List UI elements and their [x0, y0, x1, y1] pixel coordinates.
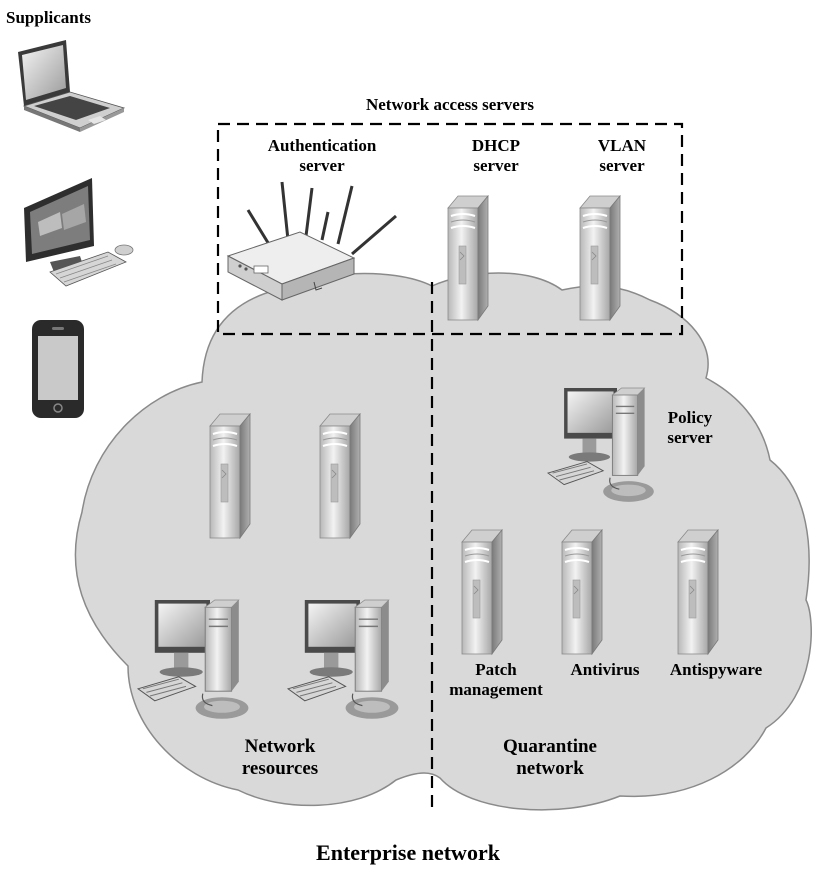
resource-server-icon [319, 413, 361, 539]
network-resources-label-line2: resources [241, 757, 319, 779]
patch-management-label: Patch management [436, 660, 556, 699]
patch-server-icon [461, 529, 503, 655]
antivirus-server-icon [561, 529, 603, 655]
resource-server-icon [209, 413, 251, 539]
network-access-servers-label: Network access servers [365, 95, 535, 114]
network-resources-label: Network resources [200, 736, 360, 780]
patch-management-label-line2: management [449, 679, 543, 699]
authentication-server-icon [226, 181, 397, 301]
laptop-icon [18, 40, 126, 132]
policy-server-label-line1: Policy [667, 408, 713, 427]
authentication-server-label-line1: Authentication [267, 136, 377, 155]
authentication-server-label-line2: server [299, 155, 345, 175]
network-resources-label-line1: Network [244, 736, 316, 757]
antispyware-server-icon [677, 529, 719, 655]
quarantine-network-label-line2: network [516, 757, 584, 779]
antivirus-label: Antivirus [570, 660, 640, 679]
quarantine-network-label: Quarantine network [470, 736, 630, 780]
enterprise-network-title: Enterprise network [316, 840, 500, 865]
patch-management-label-line1: Patch [475, 660, 517, 679]
dhcp-server-label-line1: DHCP [471, 136, 521, 155]
vlan-server-label-line1: VLAN [597, 136, 647, 155]
authentication-server-label: Authentication server [232, 136, 412, 175]
policy-server-label: Policy server [650, 408, 730, 447]
vlan-server-label-line2: server [599, 155, 645, 175]
smartphone-icon [32, 320, 84, 418]
quarantine-network-label-line1: Quarantine [503, 736, 597, 757]
desktop-computer-icon [24, 178, 134, 287]
dhcp-server-icon [447, 195, 489, 321]
network-access-servers-box [216, 122, 684, 336]
policy-server-label-line2: server [667, 427, 713, 447]
antispyware-label: Antispyware [669, 660, 763, 679]
dhcp-server-label-line2: server [473, 155, 519, 175]
supplicants-label: Supplicants [6, 8, 92, 27]
dhcp-server-label: DHCP server [446, 136, 546, 175]
vlan-server-icon [579, 195, 621, 321]
vlan-server-label: VLAN server [572, 136, 672, 175]
